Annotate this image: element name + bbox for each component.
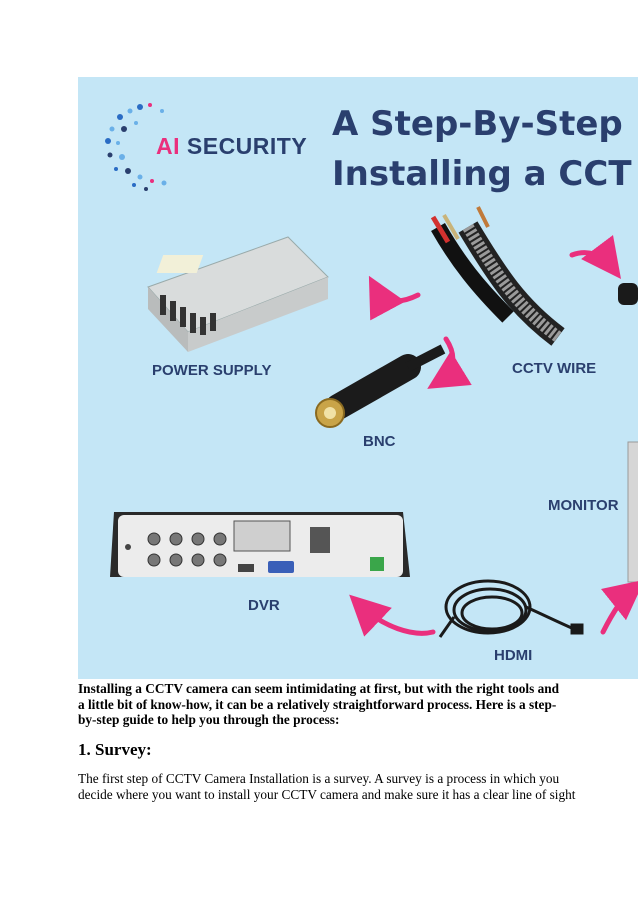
label-hdmi: HDMI: [494, 647, 533, 664]
power-supply-image: [147, 236, 329, 352]
label-power-supply: POWER SUPPLY: [152, 362, 272, 379]
brand-ai: AI: [156, 133, 180, 159]
ai-security-logo-dots: [105, 103, 167, 191]
cctv-installation-infographic: AI SECURITY A Step-By-Step Installing a …: [78, 77, 638, 679]
brand-logo-text: AI SECURITY: [156, 133, 307, 160]
infographic-headline: A Step-By-Step Installing a CCT: [332, 99, 632, 199]
brand-security: SECURITY: [186, 133, 308, 159]
headline-line-2: Installing a CCT: [332, 154, 632, 194]
cctv-wire-image: [430, 206, 565, 346]
bnc-connector-image: [315, 344, 446, 428]
flow-arrows: [349, 234, 638, 637]
hdmi-cable-image: [438, 579, 584, 638]
monitor-partial-image: [627, 441, 638, 583]
label-cctv-wire: CCTV WIRE: [512, 360, 597, 377]
label-bnc: BNC: [363, 433, 396, 450]
label-dvr: DVR: [248, 597, 280, 614]
dvr-image: [110, 512, 410, 577]
camera-partial-image: [618, 283, 638, 305]
infographic-artwork: [105, 103, 638, 638]
section-heading-survey: 1. Survey:: [78, 740, 152, 759]
label-monitor: MONITOR: [548, 497, 619, 514]
survey-paragraph: The first step of CCTV Camera Installati…: [78, 771, 576, 802]
intro-paragraph: Installing a CCTV camera can seem intimi…: [78, 681, 560, 727]
headline-line-1: A Step-By-Step: [332, 104, 623, 144]
